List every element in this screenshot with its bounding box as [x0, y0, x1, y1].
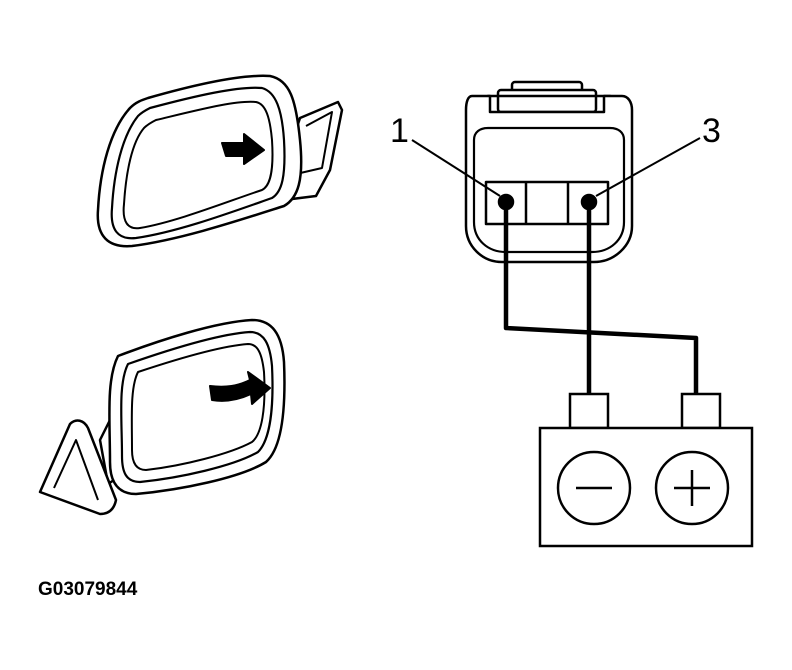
battery [538, 392, 754, 548]
pin-1-leader [411, 139, 501, 197]
side-mirror-top [96, 74, 344, 248]
wires [503, 203, 699, 399]
mirror-glass-top [122, 100, 274, 230]
right-arrow-icon [221, 133, 265, 165]
mirror-glass-bottom [130, 343, 266, 471]
pin-3-leader [595, 137, 701, 197]
figure-id: G03079844 [38, 579, 138, 600]
pin-3-label: 3 [702, 112, 721, 150]
right-arrow-icon [209, 371, 271, 405]
wire-pin1-to-positive [503, 203, 699, 399]
battery-positive-post [680, 392, 722, 430]
pin-1-label: 1 [390, 112, 409, 150]
connector [464, 80, 634, 264]
side-mirror-bottom [38, 318, 286, 516]
battery-negative-post [568, 392, 610, 430]
mirror-mount-bottom [38, 419, 118, 516]
